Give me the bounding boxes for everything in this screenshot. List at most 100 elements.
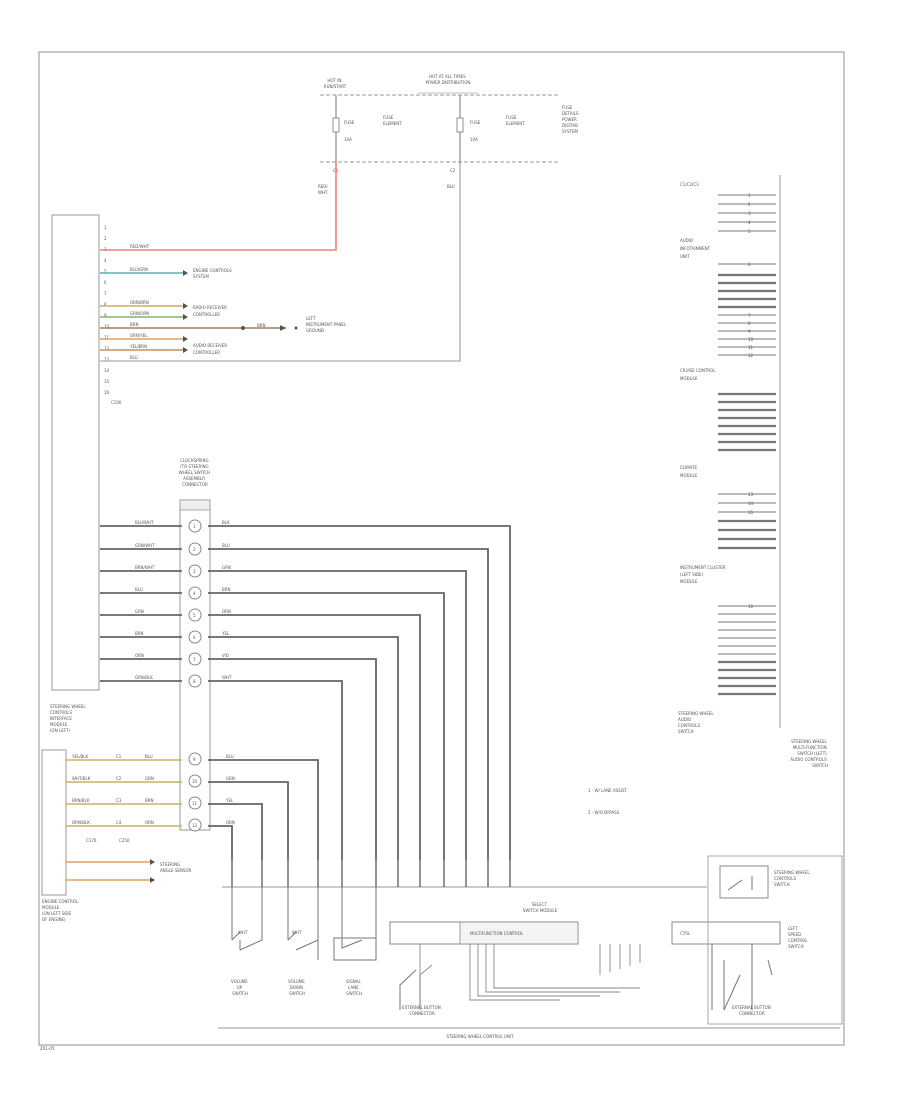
clockspring-left-labels: BLU/WHT GRN/WHT BRN/WHT BLU GRN BRN ORN … xyxy=(135,520,155,680)
svg-text:10: 10 xyxy=(192,779,198,784)
lower-mid-wire-2: GRN xyxy=(145,776,154,781)
svg-text:6: 6 xyxy=(748,262,751,267)
fuse-wire-b: BLU xyxy=(447,184,455,189)
svg-text:1: 1 xyxy=(748,193,751,198)
lower-wire-3: BRN/BLK xyxy=(72,798,90,803)
left-pin-5: 5 xyxy=(104,269,107,274)
svg-text:12: 12 xyxy=(192,823,198,828)
right-footer-left: STEERING WHEEL AUDIO CONTROLS SWITCH xyxy=(678,711,715,734)
fuse-pin-b: C2 xyxy=(450,168,456,173)
lower-out-wire-2: GRN xyxy=(226,776,235,781)
center-header: SELECT SWITCH MODULE xyxy=(523,902,558,913)
switch-wire-2: WHT xyxy=(292,930,302,935)
external-connector-right: EXTERNAL BUTTON CONNECTOR xyxy=(732,1005,772,1016)
lower-wire-2: WHT/BLK xyxy=(72,776,91,781)
signal-lane-label: SIGNAL LANE SWITCH xyxy=(346,979,362,996)
switch-assembly: WHT WHT VOLUME UP SWITCH VOLUME DOWN SWI… xyxy=(218,855,843,1039)
svg-text:2: 2 xyxy=(193,547,196,552)
lower-mid-wire-3: BRN xyxy=(145,798,154,803)
lower-wire-1: YEL/BLK xyxy=(71,754,89,759)
clockspring-pins: 1 2 3 4 5 6 7 8 9 10 11 12 xyxy=(188,519,202,832)
right-footer-right: STEERING WHEEL MULTI-FUNCTION SWITCH (LE… xyxy=(790,739,828,768)
lower-connector: YEL/BLK WHT/BLK BRN/BLK ORN/BLK C1 C2 C3… xyxy=(41,749,319,922)
volume-down-label: VOLUME DOWN SWITCH xyxy=(288,979,306,996)
control-module-right xyxy=(671,921,781,945)
lower-pin-1: C1 xyxy=(116,754,122,759)
switch-wire-1: WHT xyxy=(238,930,248,935)
svg-text:BLU/WHT: BLU/WHT xyxy=(135,520,154,525)
svg-text:ORN/BLK: ORN/BLK xyxy=(135,675,153,680)
left-wire-brn: BRN xyxy=(130,322,139,327)
svg-text:6: 6 xyxy=(193,635,196,640)
svg-text:GRN: GRN xyxy=(222,565,231,570)
volume-up-label: VOLUME UP SWITCH xyxy=(231,979,249,996)
fuse-a-icon xyxy=(332,117,340,133)
legend-item-2: 2 - W/O BYPASS xyxy=(588,810,620,815)
right-pin-rows xyxy=(718,194,776,696)
left-wire-orn-brn: ORN/BRN xyxy=(130,300,149,305)
switch-assembly-title: STEERING WHEEL CONTROL UNIT xyxy=(446,1034,514,1039)
diagram-border xyxy=(38,51,845,1046)
lower-mid-wire-4: ORN xyxy=(145,820,154,825)
left-wire-grn-orn: GRN/ORN xyxy=(130,311,149,316)
svg-text:BLK: BLK xyxy=(222,520,230,525)
svg-text:1: 1 xyxy=(193,524,196,529)
lower-out-wire-1: BLU xyxy=(226,754,234,759)
svg-text:3: 3 xyxy=(748,211,751,216)
splice-icon xyxy=(241,326,245,330)
fuse-side-note: FUSE DETAILS POWER DISTRIB SYSTEM xyxy=(562,105,580,134)
svg-text:14: 14 xyxy=(748,501,754,506)
wire-red-wht xyxy=(100,162,337,251)
right-pin-numbers: 1 2 3 4 5 6 7 8 9 10 11 12 13 14 15 16 xyxy=(748,193,754,609)
fuse-wire-a: RED/WHT xyxy=(318,184,328,195)
wire-blu xyxy=(100,162,461,362)
left-pin-14: 14 xyxy=(104,368,110,373)
svg-text:WHT: WHT xyxy=(222,675,232,680)
lower-label-2: C250 xyxy=(119,838,130,843)
lower-module-box xyxy=(41,749,67,896)
left-pin-2: 2 xyxy=(104,236,107,241)
left-wire-blu-grn: BLU/GRN xyxy=(130,267,148,272)
left-pin-1: 1 xyxy=(104,225,107,230)
inset-title: STEERING WHEEL CONTROLS SWITCH xyxy=(774,870,811,887)
external-connector-left-icon xyxy=(399,969,421,1010)
left-pin-13: 13 xyxy=(104,357,110,362)
svg-text:ORN: ORN xyxy=(135,653,144,658)
legend: 1 - W/ LANE ASSIST 2 - W/O BYPASS xyxy=(588,788,627,815)
lower-module-label: ENGINE CONTROL MODULE (ON LEFT SIDE OF E… xyxy=(42,899,79,922)
svg-text:BRN: BRN xyxy=(135,631,144,636)
svg-text:11: 11 xyxy=(748,345,754,350)
left-pin-7: 7 xyxy=(104,291,107,296)
left-pin-10: 10 xyxy=(104,324,110,329)
ground-icon xyxy=(294,326,298,330)
lower-out-wire-4: ORN xyxy=(226,820,235,825)
svg-text:15: 15 xyxy=(748,510,754,515)
svg-text:7: 7 xyxy=(193,657,196,662)
clockspring-right-wires xyxy=(208,525,511,860)
svg-text:8: 8 xyxy=(193,679,196,684)
svg-text:16: 16 xyxy=(748,604,754,609)
fuse-b-icon xyxy=(456,117,464,133)
left-pin-11: 11 xyxy=(104,335,110,340)
lower-output-wires xyxy=(208,759,319,860)
svg-text:12: 12 xyxy=(748,353,754,358)
left-wire-blu: BLU xyxy=(130,355,138,360)
svg-text:BRN: BRN xyxy=(222,587,231,592)
inset-note: LEFT SPEED CONTROL SWITCH xyxy=(788,926,809,949)
left-wire-orn-yel: ORN/YEL xyxy=(130,333,148,338)
svg-text:VIO: VIO xyxy=(222,653,229,658)
left-pin-9: 9 xyxy=(104,313,107,318)
external-connector-left: EXTERNAL BUTTON CONNECTOR xyxy=(402,1005,442,1016)
external-connector-right-icon xyxy=(711,944,773,1011)
left-wire-yel-brn: YEL/BRN xyxy=(129,344,147,349)
footer-code: Z01-05 xyxy=(40,1046,55,1051)
lower-label-1: C170 xyxy=(86,838,97,843)
lower-pin-4: C4 xyxy=(116,820,122,825)
left-connector: 1 2 3 4 5 6 7 8 9 10 11 12 13 14 15 16 R… xyxy=(50,162,461,733)
